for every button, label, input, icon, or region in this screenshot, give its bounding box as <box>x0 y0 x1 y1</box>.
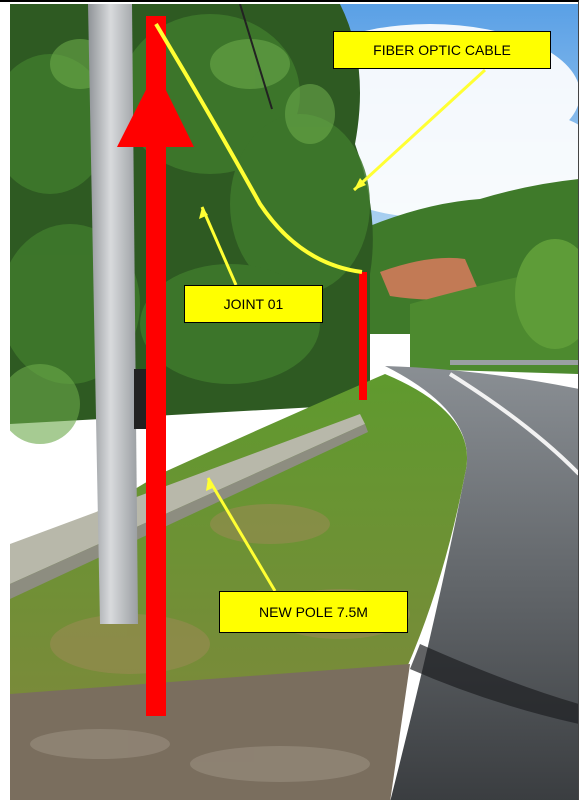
leader-joint-arrowhead <box>199 207 208 219</box>
leader-pole <box>206 477 277 592</box>
callout-joint-01: JOINT 01 <box>184 285 323 323</box>
leader-fiber <box>352 68 487 192</box>
fiber-optic-cable <box>154 22 363 274</box>
road-shadow <box>410 644 578 724</box>
dirt-slope <box>380 257 480 300</box>
joint-post <box>359 272 367 400</box>
gravel-texture <box>30 729 370 782</box>
callout-fiber-optic-cable: FIBER OPTIC CABLE <box>333 31 551 69</box>
left-margin <box>0 2 10 800</box>
leader-joint <box>200 206 238 286</box>
leader-pole-arrowhead <box>206 478 215 491</box>
leader-fiber-arrowhead <box>354 178 366 190</box>
new-pole-arrow-shaft <box>146 16 166 716</box>
guard-rail <box>450 360 578 365</box>
road-edge-line <box>448 372 578 476</box>
site-photo <box>10 4 578 800</box>
existing-pole <box>88 4 138 624</box>
new-pole-arrowhead <box>117 70 194 147</box>
callout-new-pole: NEW POLE 7.5M <box>219 591 408 633</box>
palm-tree <box>515 239 578 349</box>
overhead-wire <box>239 4 273 110</box>
pole-sign <box>134 369 146 429</box>
